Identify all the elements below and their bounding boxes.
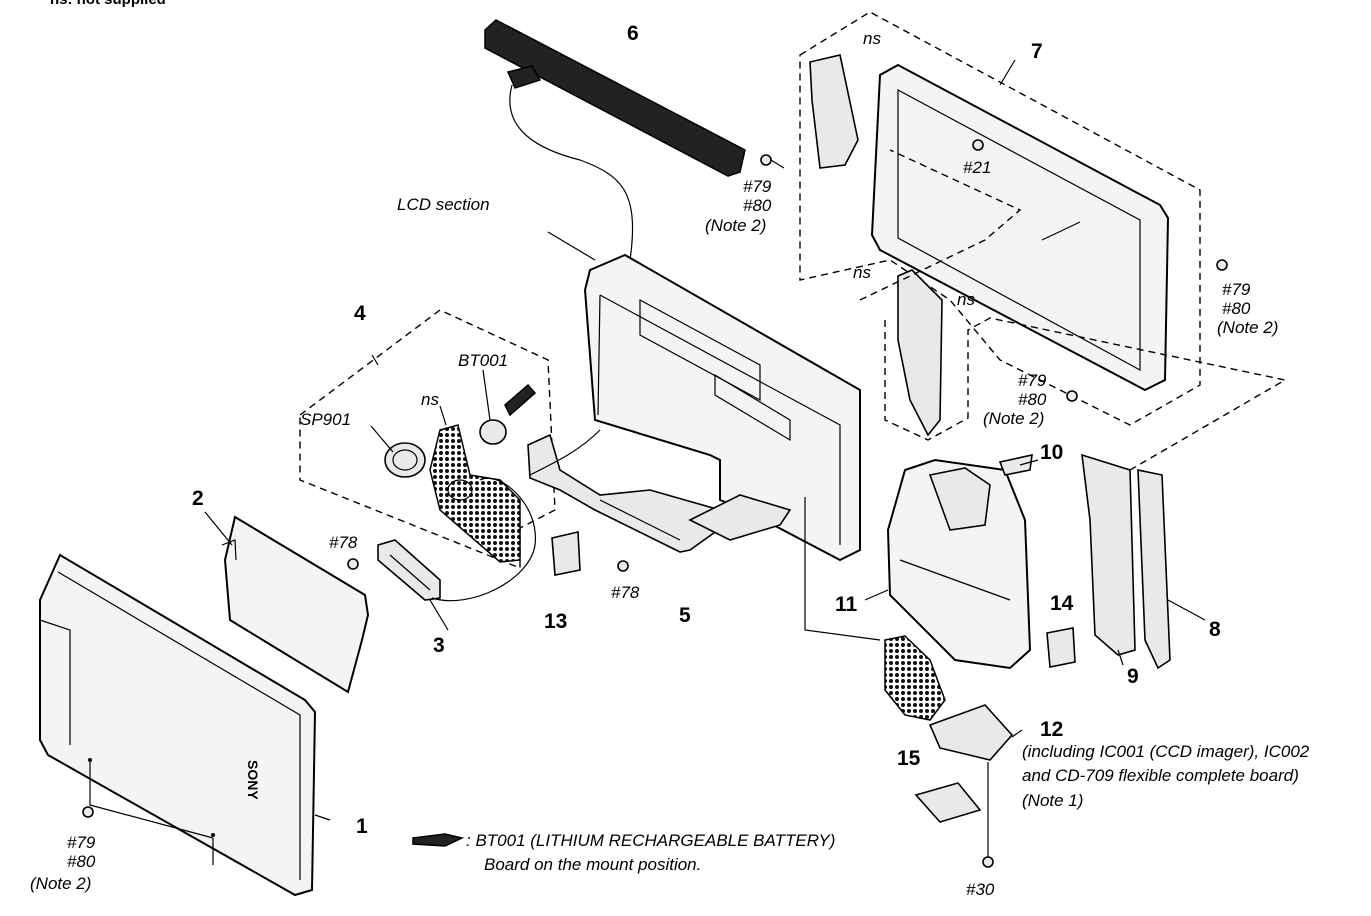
label-part-13: 13 <box>544 610 567 633</box>
screw-icons <box>82 139 1228 868</box>
group-4-dashed-outline <box>299 309 556 570</box>
leader-lines <box>204 59 1206 857</box>
label-screw-ru-note: (Note 2) <box>1217 318 1278 337</box>
board-mesh-group4 <box>429 424 521 563</box>
battery-bt001 <box>479 383 537 445</box>
ccd-flex-board <box>804 497 1014 761</box>
label-part-9: 9 <box>1127 665 1139 688</box>
header-note: ns: not supplied <box>50 0 166 8</box>
label-bt001: BT001 <box>458 351 508 370</box>
label-screw-top-80: #80 <box>743 196 772 215</box>
label-screw-ru-80: #80 <box>1222 299 1251 318</box>
label-part-15: 15 <box>897 747 921 770</box>
part-8-bracket <box>1137 469 1171 670</box>
label-part-6: 6 <box>627 22 639 45</box>
label-ns-group4: ns <box>421 390 439 409</box>
label-screw-ru-79: #79 <box>1222 280 1251 299</box>
label-lcd-section: LCD section <box>397 195 490 214</box>
label-part-8: 8 <box>1209 618 1221 641</box>
label-part12-note-3: (Note 1) <box>1022 791 1083 810</box>
label-screw-top-79: #79 <box>743 177 772 196</box>
dashed-inner-box <box>859 149 1287 471</box>
label-part-10: 10 <box>1040 441 1063 464</box>
label-part-2: 2 <box>192 487 204 510</box>
legend-line-1: : BT001 (LITHIUM RECHARGEABLE BATTERY) <box>466 831 835 850</box>
label-part12-note-2: and CD-709 flexible complete board) <box>1022 766 1299 785</box>
label-screw-bl-80: #80 <box>67 852 96 871</box>
label-screw-rm-note: (Note 2) <box>983 409 1044 428</box>
part-13-sticker <box>551 531 581 576</box>
label-part-3: 3 <box>433 634 445 657</box>
label-screw-21: #21 <box>963 158 991 177</box>
label-screw-rm-79: #79 <box>1018 371 1047 390</box>
label-ns-right: ns <box>853 263 871 282</box>
part-11-assembly <box>886 453 1033 670</box>
label-screw-top-note: (Note 2) <box>705 216 766 235</box>
ns-mid-bracket <box>897 269 943 437</box>
label-part-1: 1 <box>356 815 368 838</box>
part-2-sheet <box>221 515 370 694</box>
part-15-sticker <box>914 782 982 823</box>
part-7-lcd-frame <box>870 63 1170 392</box>
part-9-bracket <box>1081 453 1136 656</box>
label-part-12: 12 <box>1040 718 1063 741</box>
speaker-sp901 <box>384 442 426 478</box>
legend-line-2: Board on the mount position. <box>484 855 701 874</box>
part-3-bracket <box>377 477 536 602</box>
label-ns-top: ns <box>863 29 881 48</box>
label-screw-30: #30 <box>966 880 995 899</box>
part-14-sticker <box>1046 627 1076 668</box>
label-screw-78-center: #78 <box>611 583 640 602</box>
battery-marker-icon <box>412 833 465 847</box>
part-1-front-cover: SONY <box>39 553 317 897</box>
label-part-14: 14 <box>1050 592 1074 615</box>
label-screw-bl-note: (Note 2) <box>30 874 91 893</box>
label-screw-bl-79: #79 <box>67 833 96 852</box>
label-part-11: 11 <box>835 593 858 616</box>
label-screw-78-left: #78 <box>329 533 358 552</box>
label-part-4: 4 <box>354 302 366 325</box>
ns-top-bracket <box>809 54 859 169</box>
lcd-main-frame <box>547 231 861 562</box>
brand-sony-text: SONY <box>245 760 261 800</box>
label-part12-note-1: (including IC001 (CCD imager), IC002 <box>1022 742 1310 761</box>
label-screw-rm-80: #80 <box>1018 390 1047 409</box>
label-sp901: SP901 <box>300 410 351 429</box>
label-part-7: 7 <box>1031 40 1043 63</box>
legend: : BT001 (LITHIUM RECHARGEABLE BATTERY) B… <box>412 831 835 874</box>
label-part-5: 5 <box>679 604 691 627</box>
part-7-dashed-outline <box>799 11 1201 426</box>
part-6-top-bar <box>484 19 746 261</box>
label-ns-mid: ns <box>957 290 975 309</box>
